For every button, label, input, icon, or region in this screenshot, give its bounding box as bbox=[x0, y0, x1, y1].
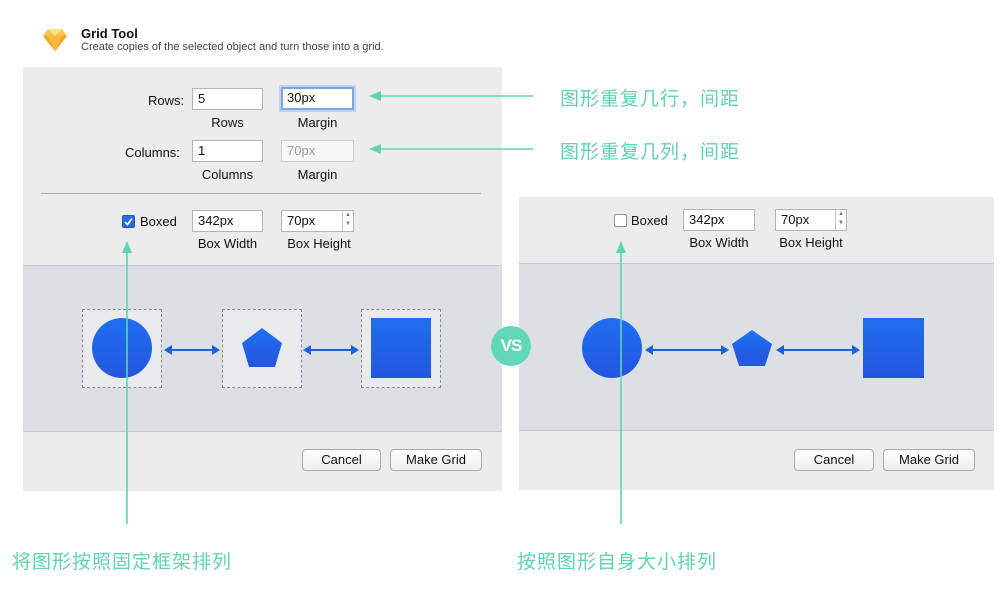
rows-annotation: 图形重复几行，间距 bbox=[560, 89, 741, 110]
box-height-caption: Box Height bbox=[287, 236, 351, 251]
circle-shape bbox=[92, 318, 152, 378]
preview-shapes bbox=[92, 318, 431, 378]
boxed-label: Boxed bbox=[631, 213, 668, 228]
cancel-button[interactable]: Cancel bbox=[794, 449, 874, 471]
app-subtitle: Create copies of the selected object and… bbox=[81, 41, 384, 53]
box-width-caption: Box Width bbox=[689, 235, 749, 250]
arrow-up-icon bbox=[616, 241, 626, 253]
box-width-input[interactable]: 342px bbox=[192, 210, 263, 232]
square-shape bbox=[863, 318, 924, 378]
boxed-checkbox[interactable] bbox=[122, 215, 135, 228]
rows-label: Rows: bbox=[148, 93, 185, 108]
columns-label: Columns: bbox=[125, 145, 180, 160]
box-width-caption: Box Width bbox=[197, 236, 258, 251]
columns-margin-input[interactable]: 70px bbox=[281, 140, 354, 162]
boxed-annotation: 将图形按照固定框架排列 bbox=[12, 552, 233, 573]
boxed-checkbox-unchecked[interactable] bbox=[614, 214, 627, 227]
columns-input[interactable]: 1 bbox=[192, 140, 263, 162]
rows-input[interactable]: 5 bbox=[192, 88, 263, 110]
stepper-arrows-icon[interactable]: ▲▼ bbox=[835, 210, 846, 230]
sketch-diamond-icon bbox=[43, 29, 67, 51]
stepper-arrows-icon[interactable]: ▲▼ bbox=[342, 211, 353, 231]
columns-margin-caption: Margin bbox=[297, 167, 338, 182]
arrow-left-icon bbox=[369, 91, 381, 101]
left-dialog-panel: Rows: 5 30px Rows Margin Columns: 1 70px… bbox=[23, 67, 502, 491]
arrow-up-icon bbox=[122, 241, 132, 253]
rows-caption: Rows bbox=[211, 115, 244, 130]
box-height-value: 70px bbox=[781, 212, 810, 227]
double-arrow-icon bbox=[776, 345, 860, 355]
box-width-input[interactable]: 342px bbox=[683, 209, 755, 231]
box-height-input[interactable]: 70px ▲▼ bbox=[281, 210, 354, 232]
box-height-input[interactable]: 70px ▲▼ bbox=[775, 209, 847, 231]
checkmark-icon bbox=[124, 217, 133, 226]
vs-badge: VS bbox=[491, 326, 531, 366]
square-shape bbox=[371, 318, 431, 378]
make-grid-button[interactable]: Make Grid bbox=[390, 449, 482, 471]
unboxed-annotation: 按照图形自身大小排列 bbox=[517, 552, 718, 573]
divider bbox=[41, 193, 481, 194]
app-title: Grid Tool bbox=[81, 26, 138, 41]
rows-margin-input[interactable]: 30px bbox=[281, 87, 354, 110]
columns-caption: Columns bbox=[201, 167, 254, 182]
boxed-label: Boxed bbox=[140, 214, 177, 229]
rows-margin-caption: Margin bbox=[297, 115, 338, 130]
circle-shape bbox=[582, 318, 642, 378]
double-arrow-icon bbox=[303, 345, 359, 355]
pentagon-shape bbox=[242, 328, 282, 367]
double-arrow-icon bbox=[164, 345, 220, 355]
double-arrow-icon bbox=[645, 345, 729, 355]
right-dialog-panel: Boxed 342px 70px ▲▼ Box Width Box Height… bbox=[519, 197, 994, 490]
grid-preview-boxed bbox=[23, 265, 502, 432]
box-height-caption: Box Height bbox=[779, 235, 843, 250]
preview-shapes bbox=[582, 318, 924, 378]
columns-annotation: 图形重复几列，间距 bbox=[560, 142, 741, 163]
cancel-button[interactable]: Cancel bbox=[302, 449, 381, 471]
pentagon-shape bbox=[732, 330, 772, 366]
grid-preview-unboxed bbox=[519, 263, 994, 431]
arrow-left-icon bbox=[369, 144, 381, 154]
box-height-value: 70px bbox=[287, 213, 316, 228]
make-grid-button[interactable]: Make Grid bbox=[883, 449, 975, 471]
